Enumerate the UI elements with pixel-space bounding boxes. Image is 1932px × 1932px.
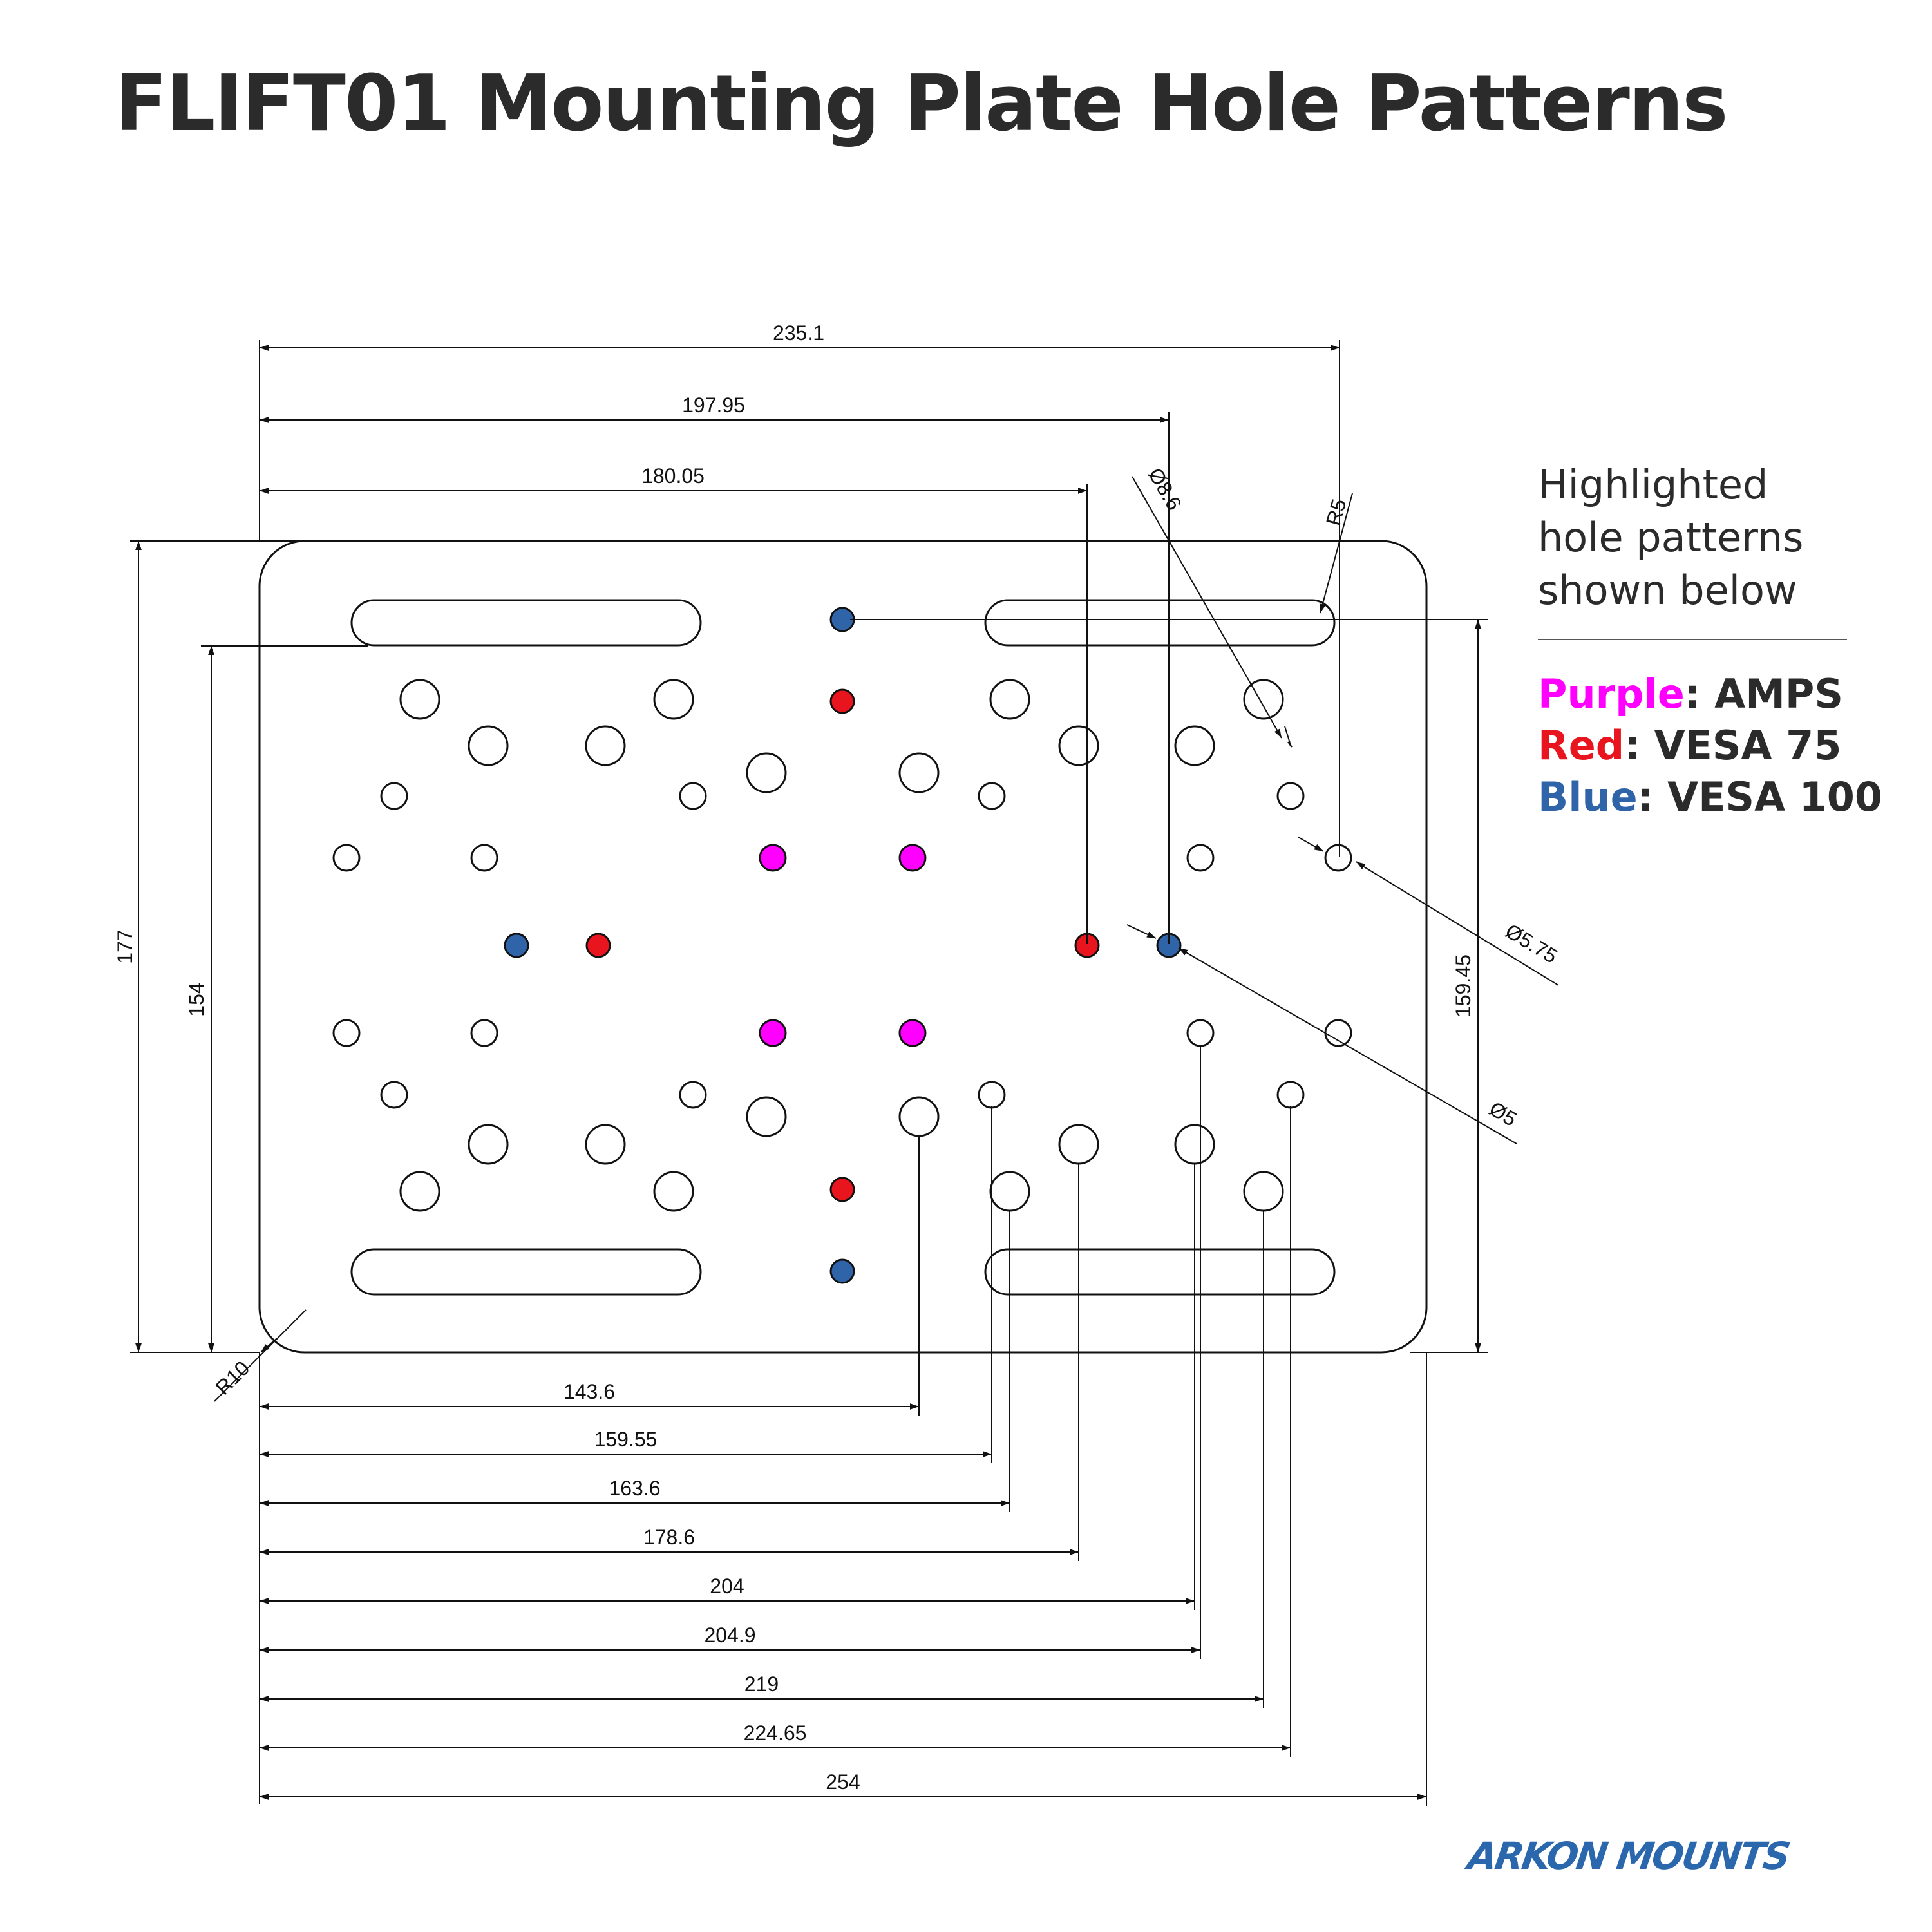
- mounting-hole: [653, 1171, 694, 1212]
- mounting-hole: [679, 1081, 707, 1109]
- slot-top-left: [350, 599, 702, 647]
- callout-leaders: [214, 476, 1559, 1402]
- dim-bottom-label: 254: [826, 1770, 860, 1794]
- mounting-hole: [585, 1124, 626, 1165]
- mounting-hole: [399, 679, 440, 720]
- mounting-hole: [978, 1081, 1006, 1109]
- mounting-hole-vesa100: [504, 933, 529, 958]
- mounting-hole: [1324, 844, 1352, 872]
- mounting-hole: [1174, 1124, 1215, 1165]
- mounting-hole-amps: [898, 844, 927, 872]
- legend-divider: [1538, 639, 1847, 640]
- legend-intro-line-2: hole patterns: [1538, 514, 1804, 561]
- mounting-hole: [978, 782, 1006, 810]
- slots: [350, 599, 1336, 1296]
- legend-value-vesa100: VESA 100: [1667, 773, 1883, 820]
- slot-bottom-right: [984, 1248, 1336, 1296]
- slot-bottom-left: [350, 1248, 702, 1296]
- dim-left-154: 154: [185, 982, 208, 1016]
- legend-intro-line-3: shown below: [1538, 567, 1797, 614]
- mounting-hole: [898, 1096, 940, 1137]
- mounting-hole: [468, 1124, 509, 1165]
- mounting-hole: [1243, 679, 1284, 720]
- mounting-hole: [399, 1171, 440, 1212]
- legend-entry-vesa100: Blue: VESA 100: [1538, 773, 1883, 820]
- dim-bottom-label: 159.55: [594, 1428, 658, 1451]
- mounting-hole: [1174, 725, 1215, 766]
- mounting-hole: [585, 725, 626, 766]
- mounting-hole: [746, 752, 787, 793]
- dim-bottom-label: 178.6: [643, 1526, 695, 1549]
- mounting-hole: [1186, 1019, 1215, 1047]
- legend-value-amps: AMPS: [1714, 670, 1844, 717]
- mounting-hole: [1276, 1081, 1305, 1109]
- callout-dia-5-75: Ø5.75: [1501, 919, 1561, 968]
- bottom-dimension-lines: [260, 1045, 1427, 1806]
- mounting-hole-vesa100: [829, 1258, 855, 1284]
- mounting-hole-amps: [898, 1019, 927, 1047]
- mounting-hole: [1058, 1124, 1099, 1165]
- dim-top-235-1: 235.1: [773, 321, 824, 345]
- plate-outline: [258, 540, 1428, 1354]
- slot-top-right: [984, 599, 1336, 647]
- mounting-hole: [989, 1171, 1030, 1212]
- mounting-hole: [746, 1096, 787, 1137]
- dim-bottom-label: 204: [710, 1575, 744, 1598]
- legend-entry-amps: Purple: AMPS: [1538, 670, 1844, 717]
- callout-r5: R5: [1321, 497, 1350, 528]
- dim-bottom-label: 163.6: [609, 1477, 660, 1500]
- dim-bottom-label: 204.9: [704, 1624, 755, 1647]
- dim-bottom-label: 219: [744, 1672, 779, 1696]
- page-title: FLIFT01 Mounting Plate Hole Patterns: [115, 59, 1728, 149]
- mounting-hole: [1324, 1019, 1352, 1047]
- legend-entry-vesa75: Red: VESA 75: [1538, 722, 1842, 769]
- mounting-hole: [1276, 782, 1305, 810]
- legend: Highlighted hole patterns shown below Pu…: [1538, 459, 1899, 823]
- dim-bottom-label: 224.65: [744, 1721, 807, 1745]
- mounting-hole: [380, 782, 408, 810]
- callout-dia-5: Ø5: [1485, 1097, 1520, 1131]
- mounting-hole: [1186, 844, 1215, 872]
- legend-key-blue: Blue: [1538, 773, 1638, 820]
- mounting-hole: [679, 782, 707, 810]
- mounting-hole: [332, 844, 361, 872]
- mounting-hole: [653, 679, 694, 720]
- dim-bottom-label: 143.6: [564, 1380, 615, 1403]
- callout-r10: R10: [211, 1356, 254, 1399]
- legend-key-purple: Purple: [1538, 670, 1685, 717]
- mounting-hole: [1243, 1171, 1284, 1212]
- mounting-hole: [1058, 725, 1099, 766]
- mounting-hole-amps: [759, 1019, 787, 1047]
- bottom-dimension-labels: 143.6 159.55 163.6 178.6 204 204.9 219 224.65 25…: [564, 1380, 860, 1794]
- dim-top-180-05: 180.05: [641, 464, 705, 488]
- arkon-mounts-logo: ARKON MOUNTS: [1465, 1834, 1792, 1878]
- dim-left-177: 177: [113, 929, 137, 963]
- dim-top-197-95: 197.95: [682, 393, 745, 417]
- mounting-hole: [470, 844, 498, 872]
- mounting-hole: [380, 1081, 408, 1109]
- dim-right-159-45: 159.45: [1452, 954, 1475, 1018]
- mounting-hole-vesa75: [829, 688, 855, 714]
- mounting-hole-amps: [759, 844, 787, 872]
- mounting-hole: [332, 1019, 361, 1047]
- mounting-hole: [468, 725, 509, 766]
- legend-intro: Highlighted hole patterns shown below: [1538, 459, 1899, 617]
- mounting-hole: [470, 1019, 498, 1047]
- dimension-lines: [130, 340, 1488, 1804]
- mounting-hole-vesa75: [585, 933, 611, 958]
- legend-intro-line-1: Highlighted: [1538, 461, 1768, 508]
- mounting-hole: [989, 679, 1030, 720]
- legend-key-red: Red: [1538, 722, 1625, 769]
- holes: [332, 607, 1352, 1284]
- mounting-hole: [898, 752, 940, 793]
- mounting-hole-vesa75: [829, 1177, 855, 1202]
- legend-value-vesa75: VESA 75: [1654, 722, 1842, 769]
